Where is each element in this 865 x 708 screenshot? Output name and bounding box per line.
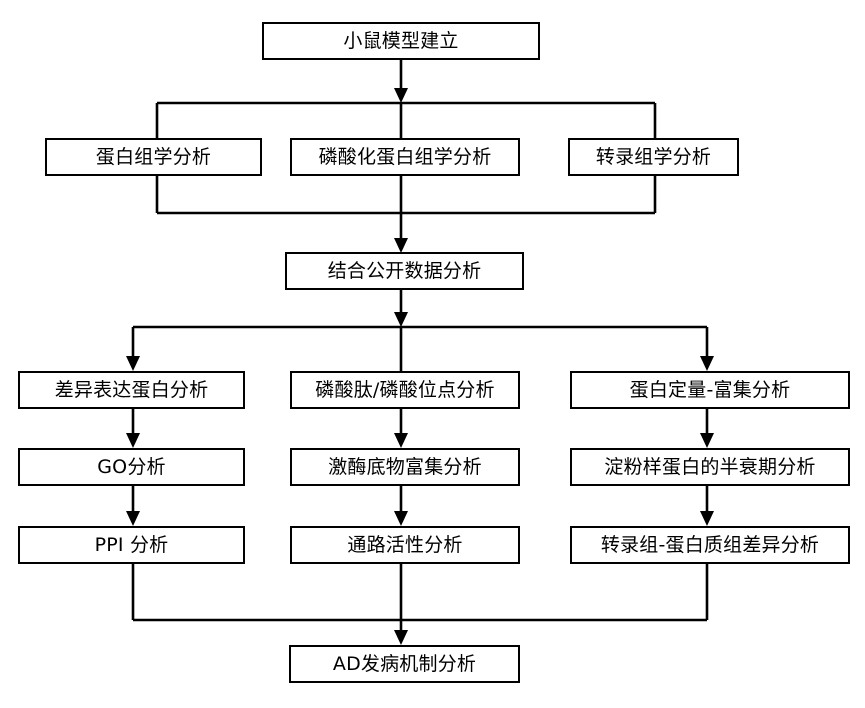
node-ppi-analysis[interactable]: PPI 分析 — [18, 526, 245, 564]
arrowhead-bus3 — [394, 312, 408, 327]
node-label: 通路活性分析 — [347, 533, 463, 556]
node-phosphoproteomics-analysis[interactable]: 磷酸化蛋白组学分析 — [290, 138, 520, 176]
node-label: PPI 分析 — [94, 533, 169, 556]
node-label: 淀粉样蛋白的半衰期分析 — [604, 455, 816, 478]
node-label: GO分析 — [97, 455, 166, 478]
node-label: AD发病机制分析 — [332, 652, 477, 675]
node-label: 磷酸化蛋白组学分析 — [318, 145, 492, 168]
arrowhead-n6b — [394, 511, 408, 526]
arrowhead-n6a — [126, 511, 140, 526]
node-go-analysis[interactable]: GO分析 — [18, 448, 245, 486]
node-kinase-substrate-enrichment-analysis[interactable]: 激酶底物富集分析 — [290, 448, 520, 486]
node-label: 激酶底物富集分析 — [328, 455, 482, 478]
node-transcriptomics-analysis[interactable]: 转录组学分析 — [568, 138, 739, 176]
arrowhead-n3 — [394, 238, 408, 253]
node-label: 结合公开数据分析 — [327, 259, 482, 282]
node-proteomics-analysis[interactable]: 蛋白组学分析 — [45, 138, 262, 176]
arrowhead-n5a — [126, 433, 140, 448]
arrowhead-bus1 — [394, 88, 408, 103]
node-ad-pathogenesis-analysis[interactable]: AD发病机制分析 — [289, 645, 520, 683]
node-phosphopeptide-site-analysis[interactable]: 磷酸肽/磷酸位点分析 — [290, 371, 520, 409]
node-differential-protein-expression-analysis[interactable]: 差异表达蛋白分析 — [18, 371, 245, 409]
arrowhead-n7 — [394, 630, 408, 645]
arrowhead-n6c — [700, 511, 714, 526]
arrowhead-n4a — [126, 356, 140, 371]
node-label: 小鼠模型建立 — [343, 29, 459, 52]
node-label: 磷酸肽/磷酸位点分析 — [315, 378, 495, 401]
node-pathway-activity-analysis[interactable]: 通路活性分析 — [290, 526, 520, 564]
node-public-data-integration-analysis[interactable]: 结合公开数据分析 — [285, 252, 524, 290]
node-amyloid-half-life-analysis[interactable]: 淀粉样蛋白的半衰期分析 — [570, 448, 850, 486]
arrowhead-n4c — [700, 356, 714, 371]
arrowhead-n5b — [394, 433, 408, 448]
node-label: 转录组学分析 — [595, 145, 712, 168]
node-label: 转录组-蛋白质组差异分析 — [600, 533, 820, 556]
arrowhead-n5c — [700, 433, 714, 448]
node-transcriptome-proteome-difference-analysis[interactable]: 转录组-蛋白质组差异分析 — [570, 526, 850, 564]
node-label: 差异表达蛋白分析 — [54, 378, 209, 401]
node-label: 蛋白定量-富集分析 — [629, 378, 791, 401]
node-mouse-model-establishment[interactable]: 小鼠模型建立 — [262, 22, 540, 60]
node-protein-quantification-enrichment-analysis[interactable]: 蛋白定量-富集分析 — [570, 371, 850, 409]
node-label: 蛋白组学分析 — [95, 145, 212, 168]
